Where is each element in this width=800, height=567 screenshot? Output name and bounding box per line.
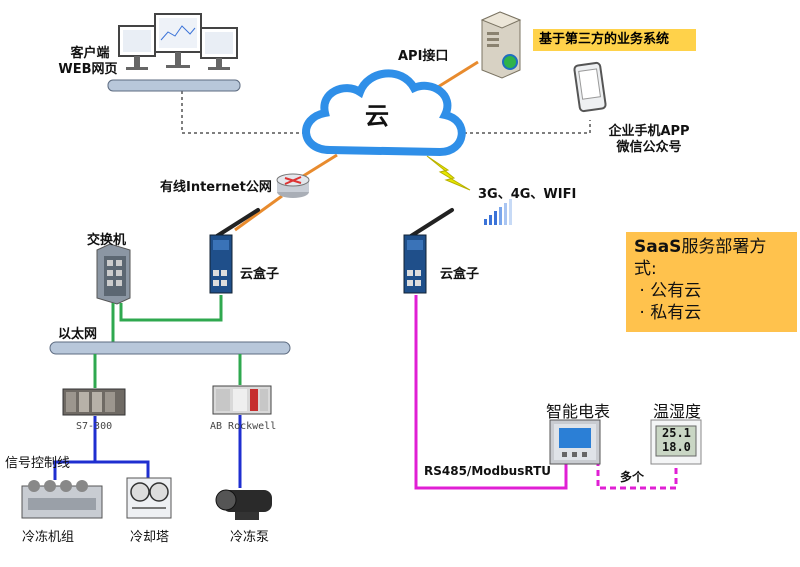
cloud-to-router-link	[299, 153, 338, 180]
web-bus-bar	[107, 79, 241, 92]
third-party-note: 基于第三方的业务系统	[533, 29, 696, 51]
plc-ab-device	[212, 385, 272, 415]
humidity-temp-readout: 25.1	[662, 426, 691, 440]
api-label: API接口	[398, 49, 449, 64]
switch-device	[96, 243, 131, 305]
meter-to-humidity-link	[596, 460, 678, 490]
rs485-label: RS485/ModbusRTU	[424, 464, 551, 478]
saas-item-private: · 私有云	[634, 303, 702, 323]
monitors	[118, 13, 238, 70]
cloud-box-right-label: 云盒子	[440, 267, 480, 282]
chiller-device	[21, 480, 103, 519]
plc-ab-label: AB Rockwell	[210, 421, 277, 432]
router-icon	[276, 173, 310, 198]
saas-title: SaaS服务部署方式:	[634, 236, 789, 280]
signal-bars	[484, 199, 512, 225]
saas-item-public: · 公有云	[634, 281, 702, 301]
pump-device	[215, 489, 272, 520]
smart-meter-label: 智能电表	[546, 402, 611, 421]
humidity-sensor-device	[650, 419, 702, 465]
web-to-cloud-link	[181, 91, 330, 134]
wireless-label: 3G、4G、WIFI	[478, 187, 577, 202]
s7-to-chiller-link	[53, 416, 97, 480]
saas-deployment-box: SaaS服务部署方式: · 公有云 · 私有云	[626, 232, 797, 332]
cloud-shape	[302, 69, 466, 157]
client-web-label-line2: WEB网页	[58, 62, 118, 77]
humidity-hum-readout: 18.0	[662, 440, 691, 454]
multi-label: 多个	[620, 470, 645, 484]
saas-title-bold: SaaS	[634, 237, 682, 257]
ethernet-bus-bar	[49, 341, 291, 355]
client-web-label-line1: 客户端	[70, 46, 110, 61]
rs485-link	[414, 295, 568, 490]
switch-to-box-link	[119, 295, 223, 322]
mobile-app-label-line2: 微信公众号	[616, 140, 682, 155]
s7-to-tower-link	[95, 460, 150, 478]
cloud-box-left	[209, 208, 260, 294]
switch-label: 交换机	[87, 233, 127, 248]
chiller-label: 冷冻机组	[22, 530, 75, 545]
wired-internet-label: 有线Internet公网	[160, 180, 272, 195]
cloud-box-right	[403, 208, 454, 294]
plc-s7-label: S7-300	[76, 421, 113, 432]
ethernet-label: 以太网	[58, 327, 98, 342]
smart-meter-device	[549, 419, 601, 465]
cloud-box-left-label: 云盒子	[240, 267, 280, 282]
humidity-label: 温湿度	[653, 402, 702, 421]
server-icon	[480, 11, 522, 79]
cloud-to-mobile-link	[440, 120, 591, 134]
plc-s7-device	[62, 388, 126, 416]
cloud-label: 云	[365, 102, 389, 130]
phone-icon	[573, 61, 607, 113]
router-to-box-link	[234, 194, 283, 232]
cooling-tower-device	[126, 477, 172, 519]
wireless-bolt	[426, 155, 471, 191]
cooling-tower-label: 冷却塔	[130, 530, 170, 545]
pump-label: 冷冻泵	[230, 530, 270, 545]
saas-item-private-text: 私有云	[650, 303, 702, 323]
saas-item-public-text: 公有云	[650, 281, 702, 301]
signal-line-label: 信号控制线	[5, 456, 71, 471]
saas-title-rest: 服务部署方式:	[634, 237, 767, 279]
mobile-app-label-line1: 企业手机APP	[608, 124, 690, 139]
